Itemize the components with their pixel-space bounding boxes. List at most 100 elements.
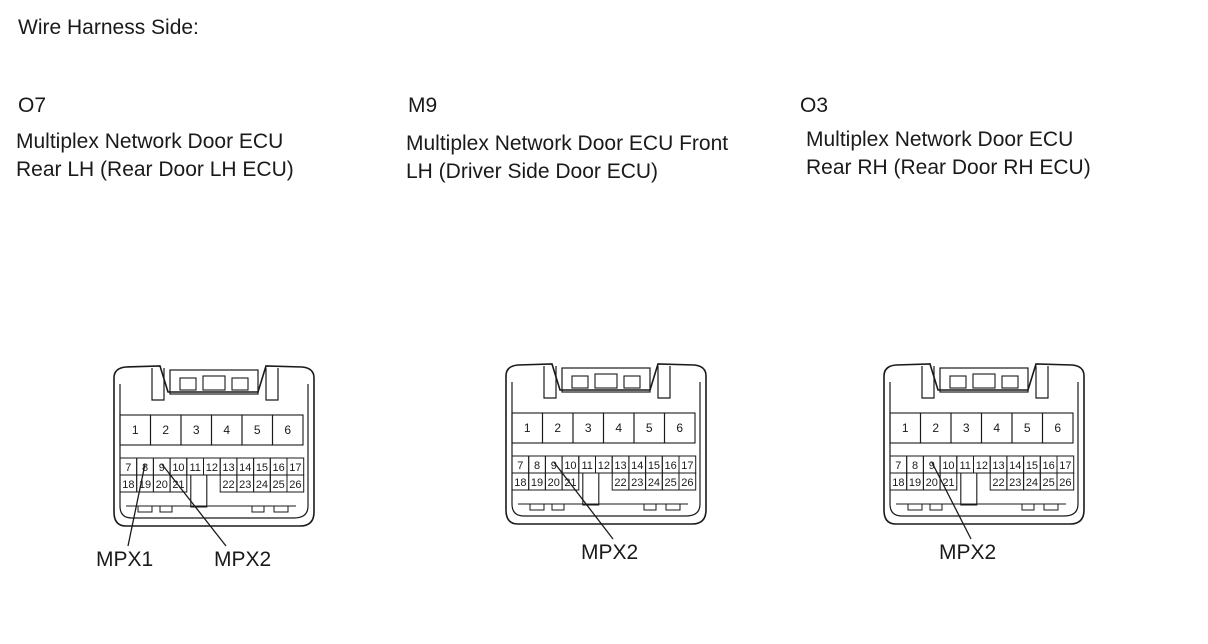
pin-number: 13 xyxy=(614,460,626,472)
bottom-foot xyxy=(665,503,681,511)
connector-code-o3: O3 xyxy=(800,94,829,117)
pin-number: 25 xyxy=(273,479,285,491)
left-latch xyxy=(921,366,935,399)
pin-number: 14 xyxy=(631,460,643,472)
connector-code-m9: M9 xyxy=(408,94,438,117)
pin-number: 24 xyxy=(1026,477,1038,489)
bottom-foot xyxy=(273,505,289,513)
pin-number: 2 xyxy=(554,421,561,435)
connector-o7: 1234567891011121314151617181920212223242… xyxy=(96,365,315,571)
lock-tab-slot xyxy=(594,373,618,389)
pin-number: 11 xyxy=(959,460,970,472)
pin-number: 23 xyxy=(1009,477,1021,489)
lock-tab-slot xyxy=(231,377,249,391)
keyway-notch xyxy=(190,475,208,508)
pin-number: 5 xyxy=(1024,421,1031,435)
pin-number: 4 xyxy=(993,421,1000,435)
connector-rim xyxy=(119,384,309,519)
pin-number: 2 xyxy=(162,423,169,437)
pin-number: 15 xyxy=(648,460,660,472)
pin-number: 5 xyxy=(254,423,261,437)
pin-number: 20 xyxy=(926,477,938,489)
pin-number: 24 xyxy=(256,479,268,491)
pin-number: 22 xyxy=(614,477,626,489)
connector-rim xyxy=(511,382,701,517)
bottom-foot xyxy=(643,503,657,511)
pin-number: 18 xyxy=(892,477,904,489)
pin-number: 26 xyxy=(1059,477,1071,489)
pin-number: 3 xyxy=(193,423,200,437)
connector-body xyxy=(505,363,707,525)
pin-number: 19 xyxy=(139,479,151,491)
pin-number: 24 xyxy=(648,477,660,489)
pin-number: 8 xyxy=(534,460,540,472)
keyway-notch xyxy=(582,473,600,506)
pin-number: 9 xyxy=(929,460,935,472)
lock-tab-slot xyxy=(1001,375,1019,389)
lock-tab-slot xyxy=(202,375,226,391)
pin-number: 26 xyxy=(289,479,301,491)
connector-description-o3: Multiplex Network Door ECU Rear RH (Rear… xyxy=(806,128,1091,179)
pin-number: 5 xyxy=(646,421,653,435)
pin-number: 15 xyxy=(256,462,268,474)
pin-number: 9 xyxy=(551,460,557,472)
callout-leader-line xyxy=(931,461,972,540)
bottom-foot xyxy=(551,503,565,511)
pin-number: 1 xyxy=(524,421,531,435)
callout-leader-line xyxy=(127,463,146,547)
pin-number: 2 xyxy=(932,421,939,435)
pin-number: 26 xyxy=(681,477,693,489)
pin-number: 13 xyxy=(992,460,1004,472)
pin-number: 23 xyxy=(239,479,251,491)
pin-number: 11 xyxy=(581,460,592,472)
pin-number: 15 xyxy=(1026,460,1038,472)
keyway-notch xyxy=(960,473,978,506)
pin-number: 10 xyxy=(942,460,954,472)
bottom-foot xyxy=(251,505,265,513)
lock-tab-slot xyxy=(179,377,197,391)
callout-leader-line xyxy=(553,461,614,540)
pin-number: 17 xyxy=(681,460,693,472)
pin-number: 4 xyxy=(223,423,230,437)
pin-number: 19 xyxy=(909,477,921,489)
bottom-foot xyxy=(1043,503,1059,511)
pin-number: 6 xyxy=(1054,421,1061,435)
lock-tab xyxy=(561,367,651,393)
pin-number: 7 xyxy=(895,460,901,472)
pin-cavity xyxy=(939,472,958,491)
callout-label-mpx2: MPX2 xyxy=(214,548,271,571)
pin-number: 17 xyxy=(289,462,301,474)
connector-m9: 1234567891011121314151617181920212223242… xyxy=(505,363,707,564)
pin-number: 3 xyxy=(585,421,592,435)
pin-cavity xyxy=(1056,472,1075,491)
page-title: Wire Harness Side: xyxy=(18,16,199,39)
pin-number: 22 xyxy=(992,477,1004,489)
right-latch xyxy=(1035,366,1049,399)
callout-label-mpx2: MPX2 xyxy=(939,541,996,564)
left-latch xyxy=(151,368,165,401)
connector-rim xyxy=(889,382,1079,517)
pin-number: 19 xyxy=(531,477,543,489)
pin-number: 25 xyxy=(665,477,677,489)
pin-number: 21 xyxy=(942,477,954,489)
pin-number: 16 xyxy=(665,460,677,472)
bottom-foot xyxy=(529,503,545,511)
pin-number: 11 xyxy=(189,462,200,474)
connector-body xyxy=(883,363,1085,525)
pin-number: 10 xyxy=(564,460,576,472)
connector-code-o7: O7 xyxy=(18,94,47,117)
right-latch xyxy=(657,366,671,399)
pin-cavity xyxy=(286,474,305,493)
bottom-foot xyxy=(159,505,173,513)
lock-tab-slot xyxy=(623,375,641,389)
pin-number: 18 xyxy=(122,479,134,491)
pin-number: 12 xyxy=(206,462,218,474)
pin-number: 7 xyxy=(517,460,523,472)
pin-number: 20 xyxy=(548,477,560,489)
lock-tab xyxy=(169,369,259,395)
bottom-foot xyxy=(907,503,923,511)
right-latch xyxy=(265,368,279,401)
bottom-foot xyxy=(137,505,153,513)
